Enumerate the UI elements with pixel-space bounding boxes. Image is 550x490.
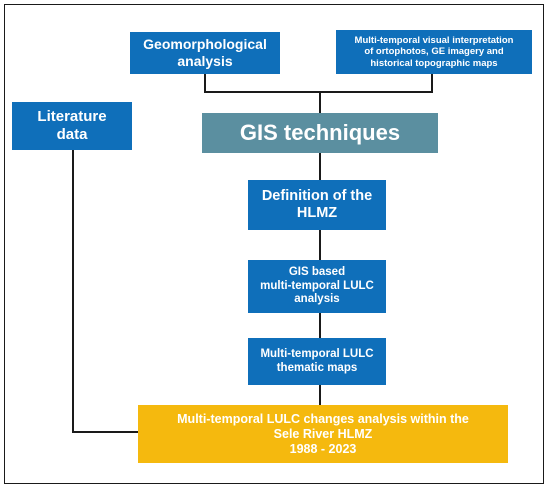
lulc-changes-analysis-box: Multi-temporal LULC changes analysis wit… <box>138 405 508 463</box>
literature-data-box: Literature data <box>12 102 132 150</box>
visual-interpretation-box: Multi-temporal visual interpretation of … <box>336 30 532 74</box>
connector-visual-interpretation <box>320 73 433 93</box>
gis-techniques-box: GIS techniques <box>202 113 438 153</box>
definition-hlmz-box: Definition of the HLMZ <box>248 180 386 230</box>
geomorphological-analysis-box: Geomorphological analysis <box>130 32 280 74</box>
gis-lulc-analysis-box: GIS based multi-temporal LULC analysis <box>248 260 386 313</box>
connector-geomorphological <box>204 73 321 113</box>
diagram-frame <box>4 4 544 484</box>
thematic-maps-box: Multi-temporal LULC thematic maps <box>248 338 386 385</box>
connector-literature <box>72 150 138 433</box>
